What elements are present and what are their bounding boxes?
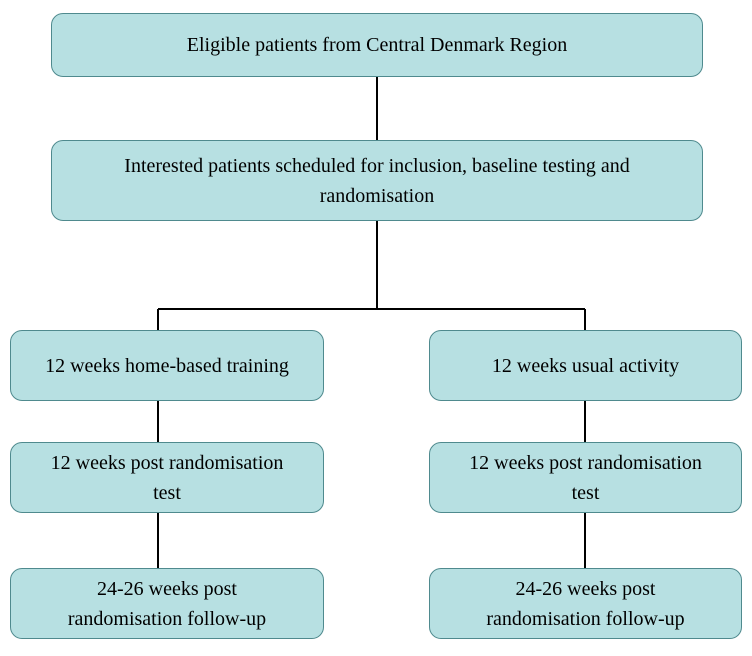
post-test-right-line-1: 12 weeks post randomisation bbox=[469, 451, 702, 474]
usual-activity-text: 12 weeks usual activity bbox=[492, 351, 679, 381]
followup-right-line-1: 24-26 weeks post bbox=[515, 577, 656, 600]
post-test-left-line-2: test bbox=[153, 481, 181, 504]
post-test-right-line-2: test bbox=[571, 481, 600, 504]
interested-patients-text: Interested patients scheduled for inclus… bbox=[124, 151, 629, 211]
eligible-patients-box: Eligible patients from Central Denmark R… bbox=[51, 13, 703, 77]
followup-right-line-2: randomisation follow-up bbox=[486, 607, 685, 630]
followup-left-text: 24-26 weeks post randomisation follow-up bbox=[68, 574, 266, 634]
home-training-box: 12 weeks home-based training bbox=[10, 330, 324, 401]
usual-activity-box: 12 weeks usual activity bbox=[429, 330, 742, 401]
followup-right-box: 24-26 weeks post randomisation follow-up bbox=[429, 568, 742, 639]
eligible-patients-line-1: Eligible patients from Central Denmark R… bbox=[186, 34, 568, 56]
interested-patients-box: Interested patients scheduled for inclus… bbox=[51, 140, 703, 221]
usual-activity-line-1: 12 weeks usual activity bbox=[491, 354, 680, 377]
followup-left-line-1: 24-26 weeks post bbox=[97, 577, 237, 600]
interested-patients-line-2: randomisation bbox=[319, 184, 435, 207]
post-randomisation-test-left-box: 12 weeks post randomisation test bbox=[10, 442, 324, 513]
home-training-text: 12 weeks home-based training bbox=[45, 351, 289, 381]
post-randomisation-test-right-text: 12 weeks post randomisation test bbox=[469, 448, 702, 508]
post-test-left-line-1: 12 weeks post randomisation bbox=[50, 451, 284, 474]
followup-left-line-2: randomisation follow-up bbox=[67, 607, 267, 630]
home-training-line-1: 12 weeks home-based training bbox=[45, 354, 289, 377]
post-randomisation-test-left-text: 12 weeks post randomisation test bbox=[51, 448, 284, 508]
interested-patients-line-1: Interested patients scheduled for inclus… bbox=[124, 154, 630, 177]
followup-left-box: 24-26 weeks post randomisation follow-up bbox=[10, 568, 324, 639]
eligible-patients-text: Eligible patients from Central Denmark R… bbox=[187, 30, 567, 60]
followup-right-text: 24-26 weeks post randomisation follow-up bbox=[486, 574, 684, 634]
post-randomisation-test-right-box: 12 weeks post randomisation test bbox=[429, 442, 742, 513]
